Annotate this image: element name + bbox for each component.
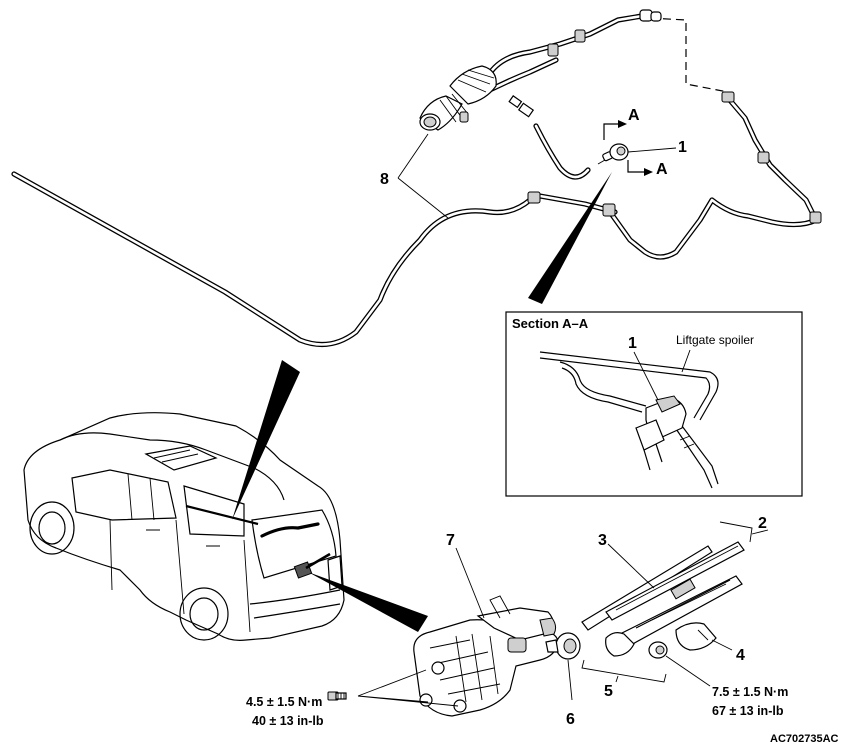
leader-1-section bbox=[633, 351, 659, 401]
hose-clip bbox=[602, 203, 616, 217]
callout-1-section: 1 bbox=[628, 335, 637, 352]
section-marker-lower: A bbox=[656, 161, 668, 178]
pointer-wedge-to-section bbox=[528, 172, 612, 304]
callout-2: 2 bbox=[758, 515, 767, 532]
leader-3 bbox=[607, 543, 655, 589]
callout-6: 6 bbox=[566, 711, 575, 728]
callout-7: 7 bbox=[446, 532, 455, 549]
hose-grommet bbox=[419, 65, 497, 131]
pointer-wedge-to-hose bbox=[232, 360, 300, 520]
washer-nozzle-section bbox=[635, 395, 687, 471]
vehicle-body bbox=[23, 412, 345, 641]
hose-clip bbox=[757, 151, 770, 164]
mounting-bolt bbox=[327, 691, 347, 701]
wiper-grommet bbox=[545, 632, 581, 660]
spoiler-profile bbox=[539, 351, 719, 421]
wiper-blade bbox=[581, 541, 745, 631]
section-marker-upper: A bbox=[628, 107, 640, 124]
leader-spoiler bbox=[681, 349, 691, 373]
washer-hose-top bbox=[485, 13, 645, 79]
torque-right-imperial: 67 ± 13 in-lb bbox=[712, 704, 784, 718]
leader-7 bbox=[455, 547, 485, 619]
rear-bumper bbox=[249, 589, 341, 619]
hose-joint-connector bbox=[508, 95, 535, 118]
wiper-components bbox=[327, 521, 769, 717]
wiper-motor-location bbox=[293, 552, 331, 579]
leader-1-top bbox=[627, 147, 677, 153]
section-cut-arrow-upper bbox=[603, 123, 618, 140]
leader-torque-right bbox=[665, 655, 711, 687]
leader-torque-left bbox=[357, 669, 459, 707]
hose-on-liftgate bbox=[260, 522, 320, 538]
callout-4: 4 bbox=[736, 647, 745, 664]
side-windows bbox=[71, 469, 177, 521]
sunroof bbox=[144, 445, 218, 471]
section-a-a-panel: Section A–A Liftgate spoiler 1 bbox=[505, 311, 803, 497]
torque-left-metric: 4.5 ± 1.5 N·m bbox=[246, 695, 322, 709]
leader-8 bbox=[397, 133, 449, 219]
section-title: Section A–A bbox=[512, 316, 589, 331]
torque-left-imperial: 40 ± 13 in-lb bbox=[252, 714, 324, 728]
bracket-2 bbox=[719, 521, 769, 543]
washer-hose-assembly: A A bbox=[11, 9, 822, 348]
figure-code: AC702735AC bbox=[770, 733, 839, 745]
wiper-motor bbox=[413, 595, 559, 717]
hose-clip bbox=[721, 91, 735, 103]
front-wheel bbox=[29, 501, 75, 555]
callout-8: 8 bbox=[380, 171, 389, 188]
vehicle-outline bbox=[23, 412, 345, 641]
section-frame bbox=[505, 311, 803, 497]
wiper-arm bbox=[605, 575, 743, 657]
callout-1-top: 1 bbox=[678, 139, 687, 156]
wiper-cap bbox=[648, 641, 668, 659]
hose-clip bbox=[527, 191, 541, 204]
door-lines bbox=[109, 519, 251, 633]
callout-5: 5 bbox=[604, 683, 613, 700]
callout-3: 3 bbox=[598, 532, 607, 549]
tail-lamp bbox=[327, 555, 343, 591]
washer-hose-right bbox=[725, 95, 819, 223]
washer-nozzle bbox=[597, 143, 629, 165]
liftgate-window bbox=[251, 509, 337, 579]
wiper-arm-cover bbox=[675, 622, 717, 651]
hose-routing-dashed-line bbox=[649, 17, 729, 93]
torque-right-metric: 7.5 ± 1.5 N·m bbox=[712, 685, 788, 699]
pointer-wedge-to-motor bbox=[308, 572, 428, 632]
bracket-5 bbox=[581, 659, 667, 683]
liftgate-panel-section bbox=[559, 361, 647, 407]
leader-4 bbox=[711, 639, 733, 651]
leader-6 bbox=[567, 659, 573, 701]
hose-clip bbox=[574, 29, 586, 43]
rear-wheel bbox=[179, 587, 229, 641]
liftgate-glass-section bbox=[669, 419, 713, 489]
hose-clip bbox=[547, 43, 559, 57]
hose-clip bbox=[809, 211, 822, 224]
section-cut-arrow-lower bbox=[627, 160, 644, 173]
spoiler-label: Liftgate spoiler bbox=[676, 333, 754, 347]
hose-end-cap bbox=[639, 9, 653, 22]
